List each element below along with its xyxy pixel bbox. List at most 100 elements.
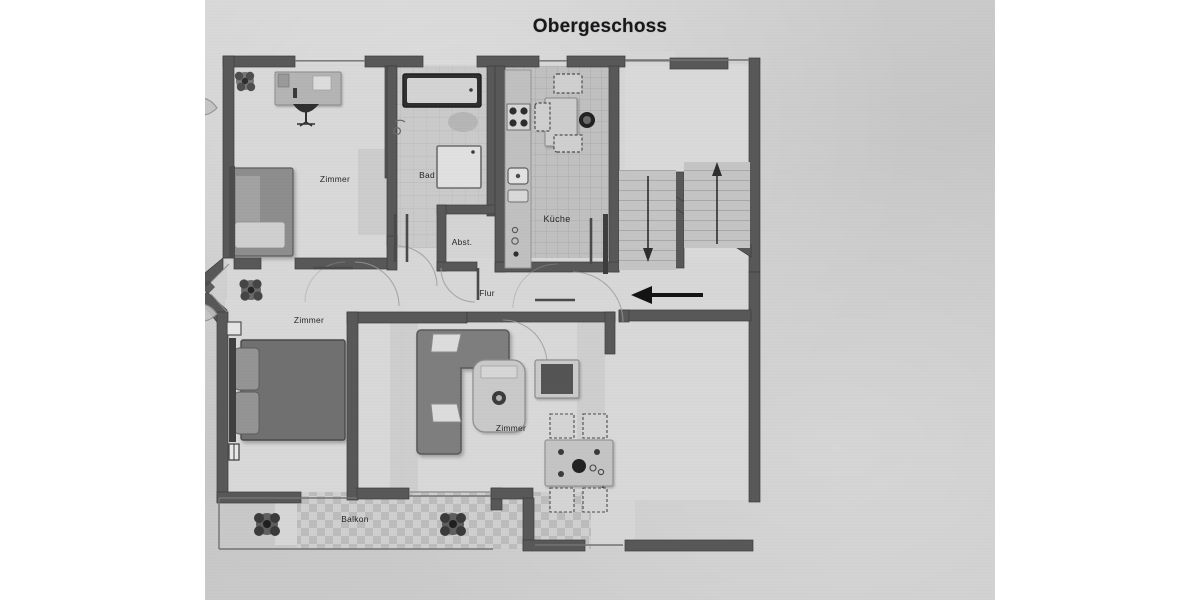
- wall-living-top-right: [466, 311, 616, 323]
- cooktop: [506, 103, 531, 131]
- burner-1: [509, 107, 517, 115]
- bed-headboard: [229, 338, 236, 442]
- dining-chair-tr: [582, 413, 608, 439]
- wall-top-segment-c: [566, 55, 626, 68]
- door-arc-zimmer-tl: [354, 261, 400, 307]
- nightstand-top: [226, 321, 242, 336]
- potted-plant-balkon-left: [254, 513, 280, 536]
- window-top-3: [625, 60, 670, 62]
- wall-left-lower: [216, 311, 229, 503]
- door-arc-left-bed: [304, 261, 346, 303]
- kitchen-chair-bottom: [553, 134, 583, 153]
- kitchen-item-3: [513, 251, 519, 257]
- desk-chair: [293, 104, 319, 113]
- wall-balkon-right: [490, 487, 534, 500]
- wall-top-segment-d: [669, 57, 729, 70]
- door-arc-entry: [512, 263, 558, 309]
- wall-kueche-right: [608, 65, 620, 273]
- burner-2: [520, 107, 528, 115]
- wall-living-top: [346, 311, 359, 501]
- page-title: Obergeschoss: [532, 16, 668, 37]
- furniture-kueche: [504, 69, 608, 274]
- desk-papers: [312, 75, 332, 91]
- walls: [205, 55, 761, 552]
- potted-plant-balkon-right: [440, 513, 466, 536]
- furniture-zimmer-left: [226, 279, 346, 461]
- bathtub-drain: [469, 88, 473, 92]
- wall-living-div-right: [604, 311, 616, 355]
- bed-pillow-top: [234, 347, 260, 391]
- desk-item: [293, 88, 297, 98]
- kitchen-item-1: [511, 226, 519, 234]
- coffee-table-top: [480, 365, 518, 379]
- staircase: [619, 162, 750, 270]
- room-label-abst: Abst.: [452, 237, 473, 247]
- exterior-pipe-bottom: [205, 303, 218, 322]
- wall-bottom-mid-stub: [356, 487, 410, 500]
- thin-lines: [218, 59, 749, 550]
- room-label-flur: Flur: [479, 288, 495, 298]
- page-margin-left: [0, 0, 205, 600]
- dining-chair-br: [582, 487, 608, 513]
- wall-bottom-right-2: [624, 539, 754, 552]
- window-line-left-a: [210, 263, 230, 283]
- bed-zimmer-tl-head: [229, 166, 235, 258]
- burner-3: [509, 119, 517, 127]
- entrance-direction-arrow: [631, 286, 703, 304]
- armchair-seat: [541, 364, 573, 394]
- desk-chair-base: [297, 121, 315, 127]
- runner-living-left: [390, 318, 418, 494]
- kitchen-wall-cabinet: [603, 214, 608, 274]
- glass-1: [589, 464, 597, 472]
- room-label-zimmer-left: Zimmer: [294, 315, 324, 325]
- sofa-cushion-bottom: [430, 403, 462, 423]
- desk-monitor: [277, 73, 290, 88]
- kitchen-item-2: [511, 237, 519, 245]
- kitchen-chair-left: [534, 102, 551, 132]
- wall-flur-right-stub: [618, 309, 752, 322]
- potted-plant-zimmer-left: [239, 279, 263, 301]
- stairs-down-arrow: [643, 176, 653, 262]
- coffee-table-decor-inner: [496, 395, 502, 401]
- bath-mat: [448, 112, 478, 132]
- door-arc-kueche: [572, 271, 624, 323]
- exterior-pipe-top: [205, 97, 218, 116]
- floor-plan-drawing: Zimmer Bad Abst. Küche Flur Zimmer Zimme…: [205, 0, 995, 600]
- bed-zimmer-tl-pillow: [234, 221, 286, 249]
- scanned-floor-plan-sheet: Obergeschoss: [205, 0, 995, 600]
- wash-basin: [392, 119, 406, 136]
- door-arc-living-left: [502, 319, 548, 365]
- wall-abst-bottom: [436, 261, 478, 272]
- wall-right-mid: [748, 271, 761, 503]
- furniture-zimmer-top-left: [229, 71, 342, 258]
- sink-drain: [515, 173, 521, 179]
- stairs-up-arrow: [712, 162, 722, 244]
- sofa-cushion-top: [430, 333, 462, 353]
- burner-4: [520, 119, 528, 127]
- wall-abst-left: [436, 204, 447, 272]
- furniture-bad: [392, 73, 482, 189]
- page-margin-right: [995, 0, 1200, 600]
- room-label-zimmer-top-left: Zimmer: [320, 174, 350, 184]
- door-leaves: [313, 214, 605, 498]
- wall-flur-bottom-left: [346, 311, 468, 324]
- shower-tray: [436, 145, 482, 189]
- exterior-marks: [205, 97, 230, 322]
- wall-entry-bottom: [618, 309, 630, 323]
- furniture-balkon: [254, 513, 466, 536]
- door-arc-abst: [440, 267, 476, 303]
- place-setting-2: [594, 449, 600, 455]
- bathtub-inner: [407, 78, 477, 103]
- kitchen-drainer: [507, 189, 529, 203]
- wall-top-segment-a: [364, 55, 424, 68]
- door-arc-bad: [396, 245, 438, 287]
- room-labels: Zimmer Bad Abst. Küche Flur Zimmer Zimme…: [294, 170, 570, 524]
- window-top-2: [539, 60, 567, 62]
- dining-set-living: [544, 413, 614, 513]
- place-setting-1: [558, 449, 564, 455]
- wall-top-segment-b: [476, 55, 540, 68]
- room-label-kueche: Küche: [543, 214, 570, 224]
- furniture-zimmer-living: [416, 329, 614, 513]
- shower-drain: [471, 150, 475, 154]
- dining-chair-tl: [549, 413, 575, 439]
